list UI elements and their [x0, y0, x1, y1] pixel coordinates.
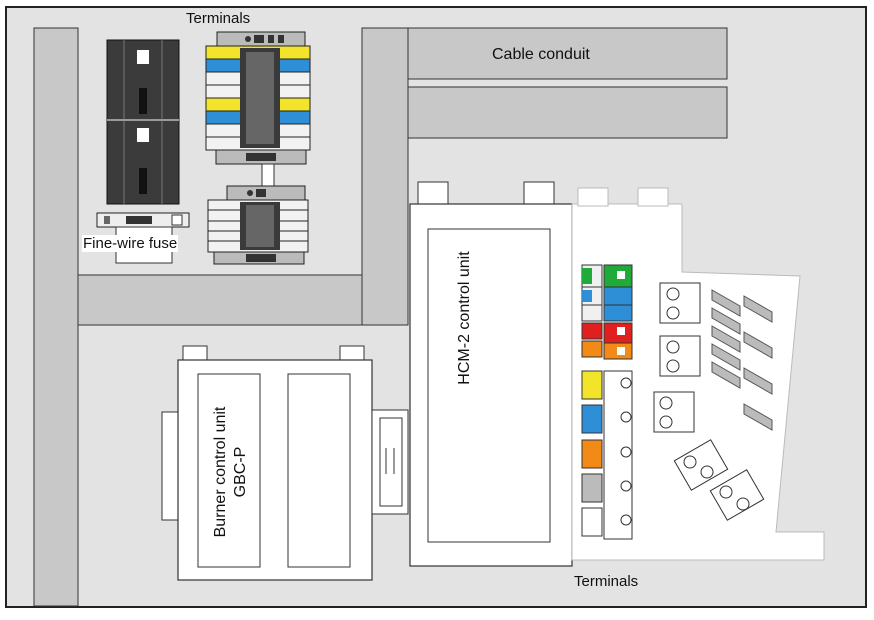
horizontal-rail: [77, 274, 363, 326]
cable-conduit-lower: [407, 86, 728, 139]
cable-conduit-label: Cable conduit: [492, 46, 590, 63]
burner-label-line2: GBC-P: [232, 446, 249, 498]
middle-vertical-rail: [361, 27, 409, 326]
burner-control-unit: [161, 345, 409, 581]
terminal-block-middle: [207, 185, 309, 265]
hcm2-control-unit-label: HCM-2 control unit: [456, 251, 473, 385]
burner-control-unit-label: Burner control unit GBC-P: [211, 407, 251, 538]
terminals-top-label: Terminals: [186, 10, 251, 27]
fine-wire-fuse-label: Fine-wire fuse: [82, 235, 179, 252]
burner-label-line1: Burner control unit: [212, 406, 229, 538]
terminal-block-top: [205, 31, 311, 187]
terminals-bottom-label: Terminals: [574, 573, 639, 590]
cable-conduit-upper: [407, 27, 728, 80]
hcm2-control-unit: [409, 181, 573, 567]
hcm2-terminal-module: [571, 187, 825, 561]
left-vertical-rail: [33, 27, 79, 607]
fuse-holder-block: [106, 39, 180, 205]
